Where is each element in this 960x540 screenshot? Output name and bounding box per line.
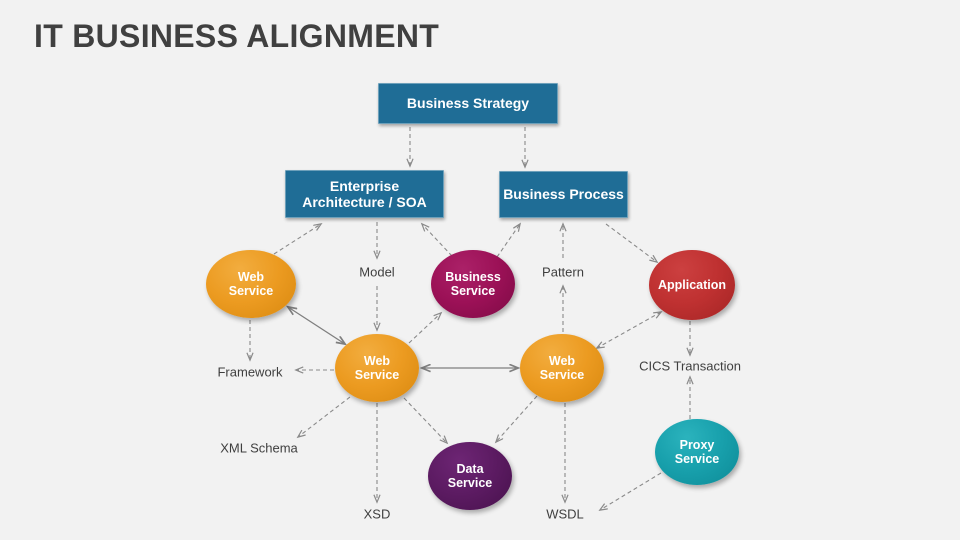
connector-label-xsd: XSD — [363, 506, 391, 522]
node-web-service-left[interactable]: Web Service — [206, 250, 296, 318]
connector-label-framework: Framework — [217, 364, 283, 380]
connector-bizservice-to-process — [496, 224, 520, 258]
node-web-service-right[interactable]: Web Service — [520, 334, 604, 402]
connector-wsright-to-dataservice — [496, 395, 538, 442]
connector-label-wsdl: WSDL — [546, 506, 584, 522]
node-label: Business Strategy — [406, 95, 530, 112]
node-label: Business Service — [445, 269, 501, 298]
node-application[interactable]: Application — [649, 250, 735, 320]
connector-label-pattern: Pattern — [542, 264, 584, 280]
node-business-process[interactable]: Business Process — [499, 171, 628, 218]
connector-proxy-to-wsdl — [600, 472, 662, 510]
node-business-strategy[interactable]: Business Strategy — [378, 83, 558, 124]
connector-process-to-application — [605, 223, 657, 262]
node-business-service[interactable]: Business Service — [431, 250, 515, 318]
node-label: Application — [657, 277, 727, 292]
connector-wscenter-to-dataservice — [403, 397, 447, 443]
node-label: Business Process — [503, 186, 624, 203]
page-title: IT BUSINESS ALIGNMENT — [34, 18, 440, 54]
node-label: Data Service — [447, 461, 493, 490]
node-proxy-service[interactable]: Proxy Service — [655, 419, 739, 485]
connector-wscenter-to-bizservice — [408, 313, 441, 344]
connector-label-cics-transaction: CICS Transaction — [639, 358, 741, 374]
node-data-service[interactable]: Data Service — [428, 442, 512, 510]
node-label: Web Service — [354, 353, 400, 382]
connector-bizservice-to-ea — [422, 224, 453, 257]
node-label: Proxy Service — [674, 437, 720, 466]
node-label: Web Service — [539, 353, 585, 382]
connector-label-xml-schema: XML Schema — [220, 440, 298, 456]
connector-wsleft-to-wscenter — [288, 307, 345, 344]
connector-wscenter-to-xmlschema — [298, 396, 351, 437]
node-label: Web Service — [228, 269, 274, 298]
connector-label-model: Model — [359, 264, 395, 280]
node-label: Enterprise Architecture / SOA — [302, 177, 427, 210]
node-web-service-center[interactable]: Web Service — [335, 334, 419, 402]
connector-wsleft-to-ea — [273, 224, 321, 255]
connector-application-to-wsright — [597, 312, 661, 348]
node-enterprise-architecture-soa[interactable]: Enterprise Architecture / SOA — [285, 170, 444, 218]
